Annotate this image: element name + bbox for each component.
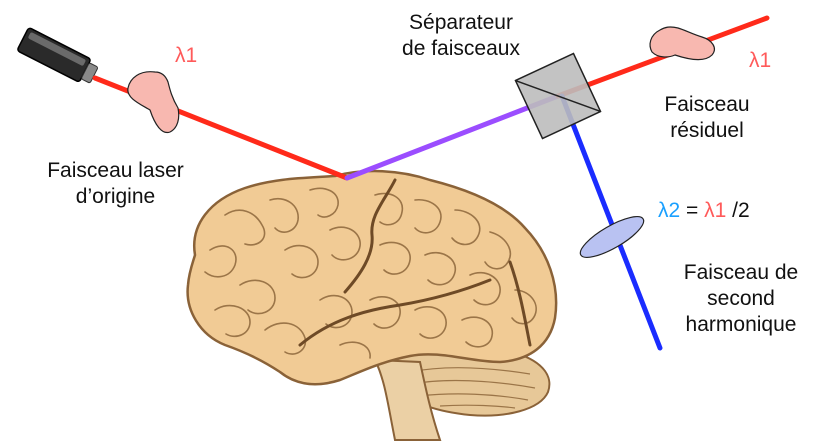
harmonic-label-line2: second <box>707 287 775 310</box>
reflected-purple-beam <box>344 93 561 181</box>
brainstem <box>373 358 442 441</box>
splitter-label: Séparateur de faisceaux <box>386 10 536 62</box>
eq-lambda2: λ2 <box>658 199 681 222</box>
wavelength-equation: λ2 = λ1 /2 <box>658 198 750 224</box>
origin-label-line1: Faisceau laser <box>47 159 184 182</box>
residual-label-line1: Faisceau <box>664 93 750 116</box>
eq-equals: = <box>686 199 699 222</box>
harmonic-pulse-icon <box>579 216 645 258</box>
harmonic-blue-beam <box>559 93 663 351</box>
origin-label-line2: d’origine <box>75 185 156 208</box>
eq-lambda1: λ1 <box>704 199 727 222</box>
harmonic-label-line3: harmonique <box>685 313 797 336</box>
residual-beam-label: Faisceau résiduel <box>652 92 762 144</box>
residual-label-line2: résiduel <box>670 119 744 142</box>
origin-beam-label: Faisceau laser d’origine <box>28 158 203 210</box>
cerebrum <box>186 169 558 386</box>
splitter-label-line1: Séparateur <box>409 11 513 34</box>
lambda1-residual-label: λ1 <box>749 49 772 72</box>
residual-pulse-icon <box>649 26 715 61</box>
harmonic-label-line1: Faisceau de <box>683 261 799 284</box>
laser-device <box>17 27 98 84</box>
splitter-label-line2: de faisceaux <box>402 37 520 60</box>
beam-splitter-cube <box>514 52 602 140</box>
laser-pulse-icon <box>127 71 180 134</box>
brain-illustration <box>186 169 558 441</box>
harmonic-beam-label: Faisceau de second harmonique <box>666 260 816 338</box>
lambda1-laser-label: λ1 <box>175 44 198 67</box>
eq-div: /2 <box>732 199 750 222</box>
